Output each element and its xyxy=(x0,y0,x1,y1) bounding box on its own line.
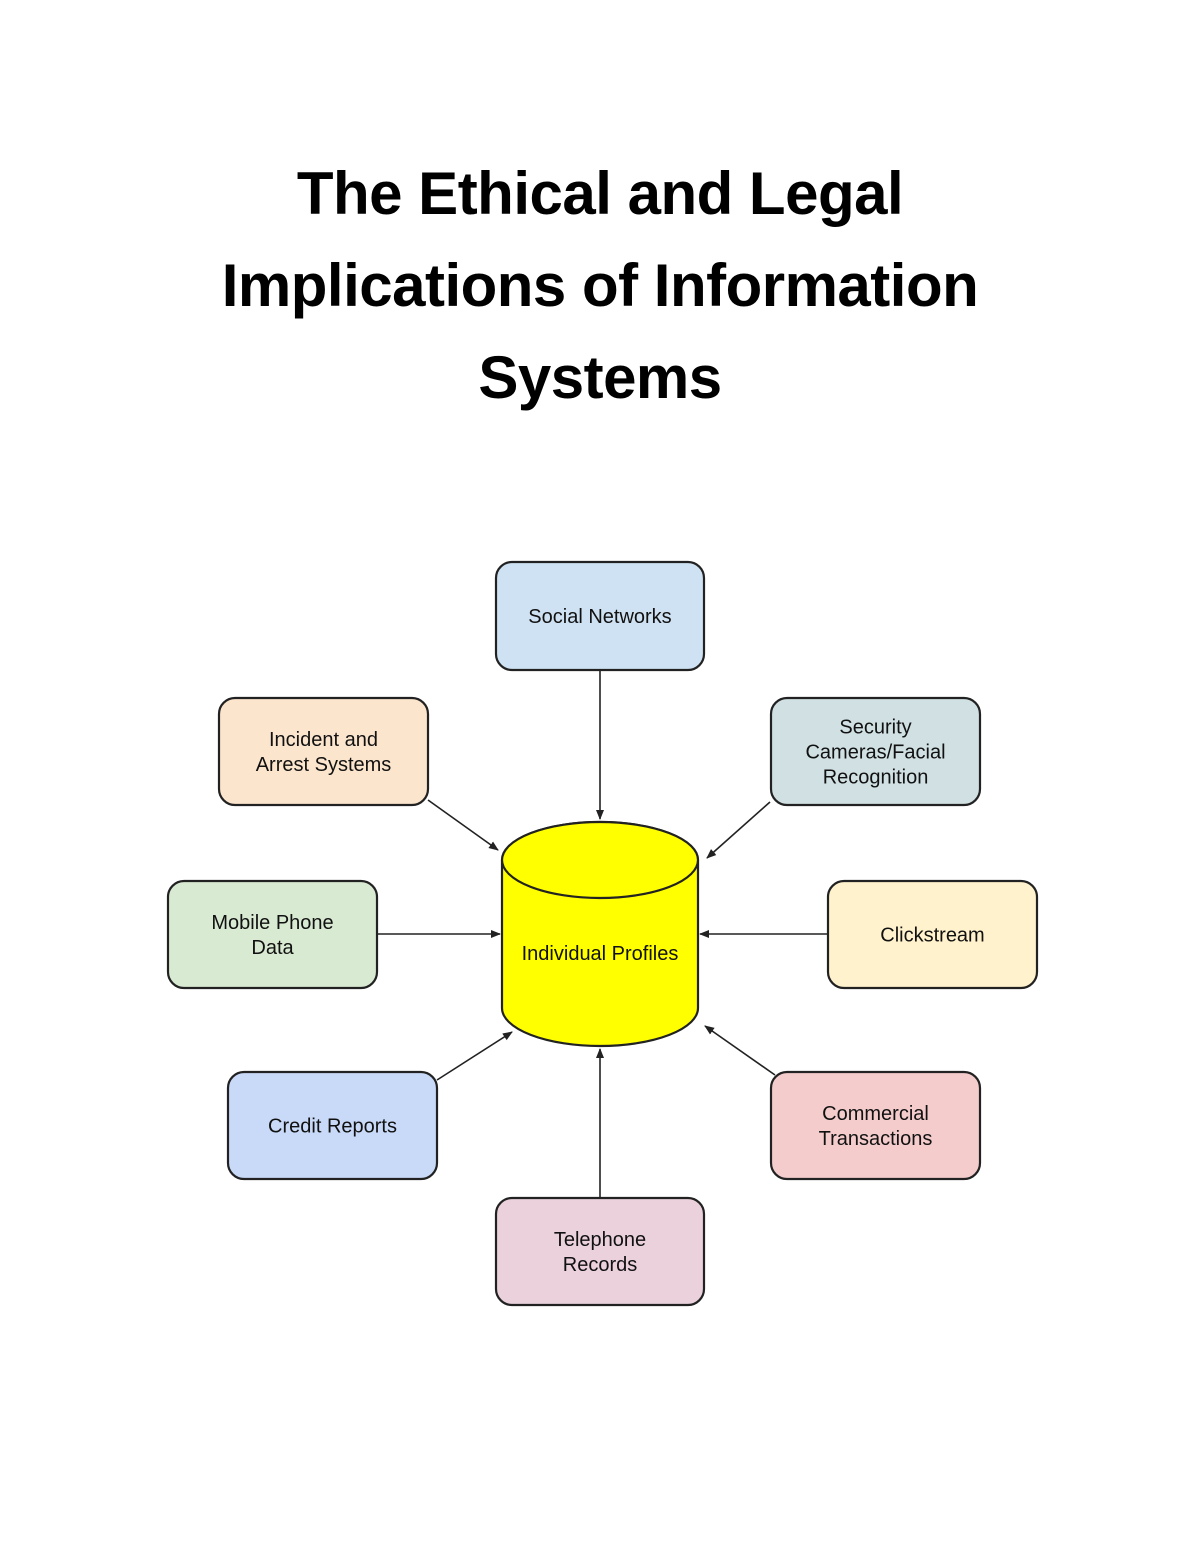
node-label: Transactions xyxy=(819,1128,933,1150)
node-label: Mobile Phone xyxy=(211,912,333,934)
node-label: Commercial xyxy=(822,1103,929,1125)
node-clickstream: Clickstream xyxy=(826,879,1039,990)
arrow-security-cameras-to-profiles xyxy=(706,801,771,859)
center-label: Individual Profiles xyxy=(522,943,679,965)
node-box xyxy=(769,696,982,807)
node-label: Security xyxy=(839,717,911,739)
node-label: Cameras/Facial xyxy=(805,742,945,764)
node-label: Clickstream xyxy=(880,925,984,947)
node-label: Data xyxy=(251,937,294,959)
arrow-commercial-transactions-to-profiles xyxy=(704,1025,776,1076)
node-label: Credit Reports xyxy=(268,1116,397,1138)
title-line-3: Systems xyxy=(478,344,722,411)
node-box xyxy=(769,1070,982,1181)
node-box xyxy=(494,1196,706,1307)
node-label: Recognition xyxy=(823,767,929,789)
node-social-networks: Social Networks xyxy=(494,560,706,672)
title-line-1: The Ethical and Legal xyxy=(296,160,904,227)
node-label: Records xyxy=(563,1254,637,1276)
node-box xyxy=(226,1070,439,1181)
node-label: Arrest Systems xyxy=(256,754,392,776)
node-label: Social Networks xyxy=(528,606,671,628)
node-label: Telephone xyxy=(554,1229,646,1251)
node-box xyxy=(826,879,1039,990)
title-line-2: Implications of Information xyxy=(221,252,979,319)
arrow-credit-reports-to-profiles xyxy=(436,1031,513,1081)
node-box xyxy=(166,879,379,990)
individual-profiles-database: Individual Profiles xyxy=(500,820,700,1048)
arrow-incident-arrest-to-profiles xyxy=(427,799,499,851)
node-credit-reports: Credit Reports xyxy=(226,1070,439,1181)
node-box xyxy=(494,560,706,672)
node-label: Incident and xyxy=(269,729,378,751)
node-box xyxy=(217,696,430,807)
cylinder-top xyxy=(500,820,700,900)
page-title: The Ethical and Legal Implications of In… xyxy=(0,148,1200,424)
